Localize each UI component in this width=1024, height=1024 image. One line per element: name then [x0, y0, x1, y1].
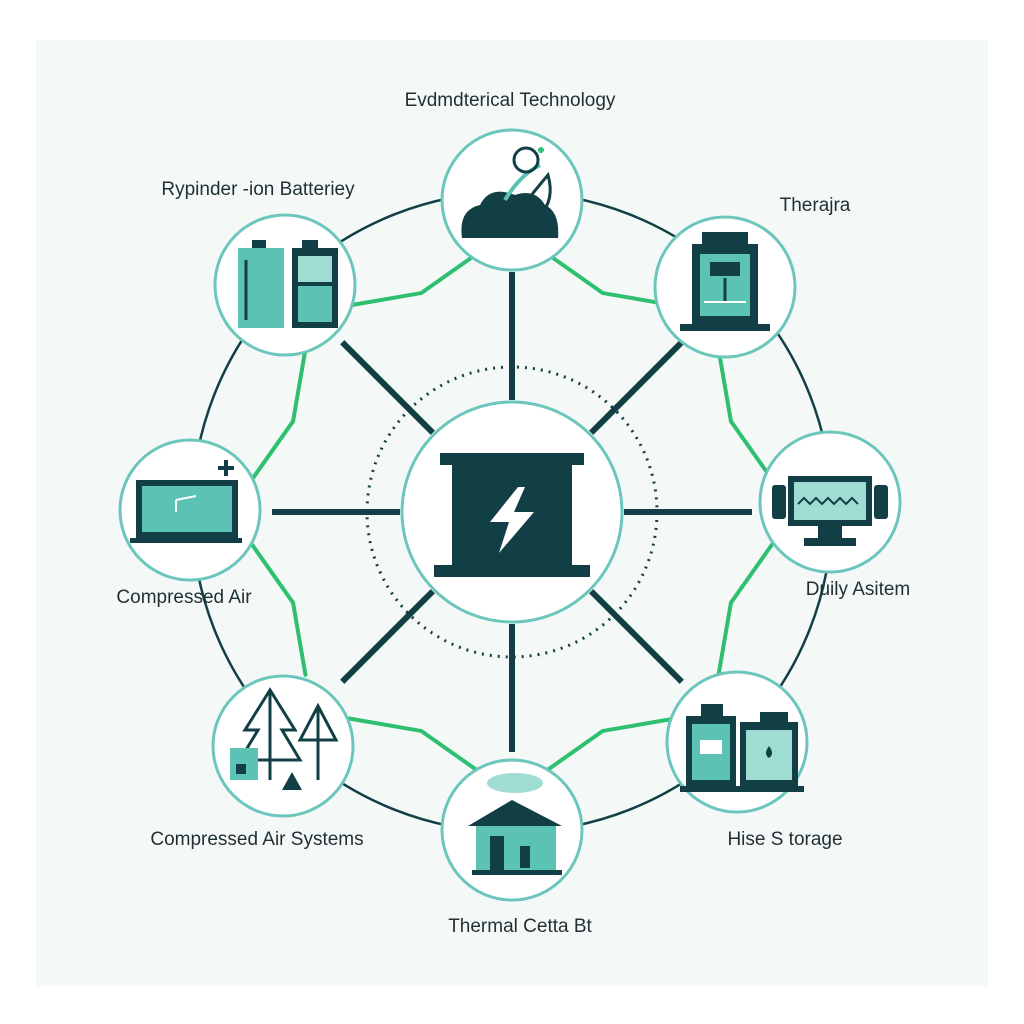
node-hise-storage: [665, 670, 809, 814]
battery-plus-icon: [130, 460, 242, 543]
spoke: [589, 340, 684, 435]
center-hub: [400, 400, 624, 624]
label-therajra: Therajra: [779, 195, 851, 216]
forest-cabin-icon: [230, 687, 339, 790]
lightning-battery-icon: [434, 453, 590, 577]
spoke: [589, 589, 684, 684]
chevron-arrow-icon: [347, 248, 484, 308]
battery-cells-icon: [238, 240, 338, 328]
label-compressed-air: Compressed Air: [116, 587, 252, 608]
label-thermal-cetta-bt: Thermal Cetta Bt: [448, 916, 592, 937]
spokes: [272, 272, 752, 752]
label-evdmdterical-technology: Evdmdterical Technology: [404, 90, 616, 111]
label-duily-asitem: Duily Asitem: [805, 579, 911, 600]
thermal-machine-icon: [680, 232, 770, 331]
label-hise-storage: Hise S torage: [727, 829, 843, 850]
chevrons: [248, 248, 776, 776]
node-therajra: [653, 215, 797, 359]
chevron-arrow-icon: [716, 347, 776, 484]
node-rypinder-batteriey: [213, 213, 357, 357]
spoke: [340, 340, 435, 435]
chevron-arrow-icon: [248, 347, 308, 484]
monitor-wave-icon: [772, 476, 888, 546]
chevron-arrow-icon: [540, 716, 677, 776]
node-circle: [211, 674, 355, 818]
storage-cabinets-icon: [680, 704, 804, 792]
chevron-arrow-icon: [347, 716, 484, 776]
node-evdmdterical: [440, 128, 584, 272]
chevron-arrow-icon: [540, 248, 677, 308]
label-compressed-air-systems: Compressed Air Systems: [150, 829, 364, 850]
node-thermal-cetta: [440, 758, 584, 902]
chevron-arrow-icon: [716, 540, 776, 677]
house-cloud-icon: [468, 773, 562, 875]
node-compressed-air-systems: [211, 674, 355, 818]
hand-cloud-icon: [461, 146, 559, 238]
node-duily-asitem: [758, 430, 902, 574]
chevron-arrow-icon: [248, 540, 308, 677]
node-compressed-air: [118, 438, 262, 582]
label-rypinder-ion-batteriey: Rypinder -ion Batteriey: [161, 179, 355, 200]
spoke: [340, 589, 435, 684]
